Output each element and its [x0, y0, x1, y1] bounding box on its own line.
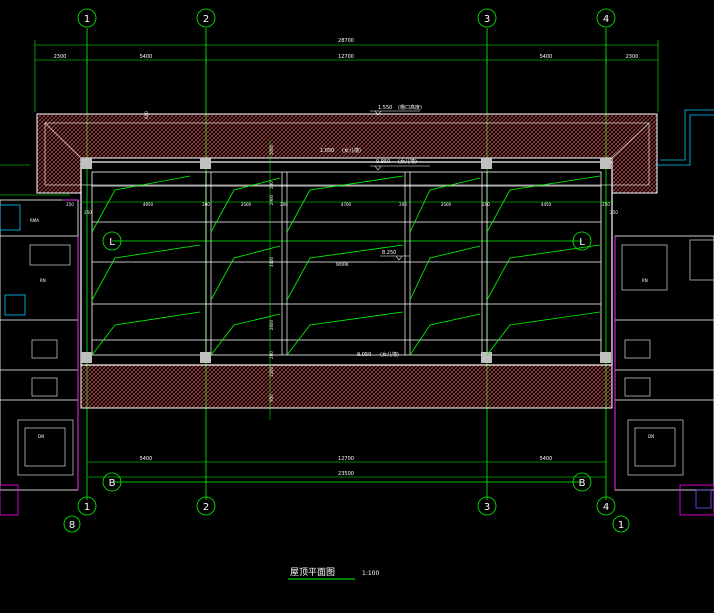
level-ridge-left-note: (女儿墙) [342, 147, 361, 154]
drawing-title-name: 屋顶平面图 [290, 567, 335, 578]
slope-arrows [91, 175, 601, 356]
level-roof-mid: 8.250 [382, 250, 396, 256]
axis-label-top-2: 2 [203, 14, 209, 25]
dim-inner-7: 3500 [441, 202, 452, 207]
axis-label-bottom-1: 1 [84, 502, 90, 513]
dim-overall-bottom: 23500 [338, 471, 354, 477]
top-dimensions [34, 40, 659, 112]
drawing-title: 屋顶平面图 1:100 [288, 567, 379, 580]
axis-label-left-L: L [109, 237, 115, 248]
axis-bubbles-bottom [63, 231, 630, 533]
level-roof-bottom-note: (女儿墙) [380, 351, 399, 358]
dim-top-seg-4: 5400 [540, 54, 553, 60]
right-wing [614, 109, 714, 516]
axis-label-right-B: B [579, 478, 586, 489]
room-label-left-3: DN [38, 434, 44, 439]
level-eave-top: 1.550 [378, 105, 392, 111]
dim-vert-4: 2600 [269, 319, 274, 330]
room-label-left-2: RN [40, 278, 46, 283]
axis-label-bottom-2: 2 [203, 502, 209, 513]
dim-top-seg-1: 2300 [54, 54, 67, 60]
dim-inner-3: 3500 [241, 202, 252, 207]
drawing-title-scale: 1:100 [362, 570, 379, 577]
room-label-right-2: DN [648, 434, 654, 439]
dim-top-seg-2: 5400 [140, 54, 153, 60]
axis-label-extra-right: 1 [618, 520, 624, 531]
level-eave-top-note: (檐口高度) [398, 104, 422, 111]
roof-center-label: WORK [336, 262, 349, 267]
columns [81, 158, 611, 363]
inner-dimensions [81, 140, 612, 420]
dim-vert-5: 200 [269, 351, 274, 359]
dim-inner-1: 4950 [143, 202, 154, 207]
dim-overall-top: 28700 [338, 38, 354, 44]
room-label-left-1: RMA [30, 218, 39, 223]
dim-inner-5: 4700 [341, 202, 352, 207]
dim-vert-7: 950 [269, 394, 274, 402]
dim-vert-6: 1200 [269, 366, 274, 377]
dim-inner-2: 200 [202, 202, 210, 207]
dim-left-edge-2: 250 [84, 210, 92, 215]
axis-label-right-L: L [579, 237, 585, 248]
dim-inner-4: 200 [280, 202, 288, 207]
dim-vert-1: 200 [269, 181, 274, 189]
dim-top-seg-3: 12700 [338, 54, 354, 60]
axis-label-bottom-4: 4 [603, 502, 609, 513]
dim-bottom-seg-2: 12700 [338, 456, 354, 462]
axis-label-top-3: 3 [484, 14, 490, 25]
dim-top-seg-5: 2300 [626, 54, 639, 60]
bottom-dimensions [87, 461, 606, 478]
roof-eave [36, 113, 658, 409]
room-label-right-1: RN [642, 278, 648, 283]
dim-bottom-seg-1: 5400 [140, 456, 153, 462]
dim-vert-2: 2900 [269, 194, 274, 205]
axis-label-top-4: 4 [603, 14, 609, 25]
left-wing [0, 199, 79, 516]
axis-bubbles-top [77, 8, 616, 28]
dim-right-edge-2: 250 [610, 210, 618, 215]
dim-inner-9: 4450 [541, 202, 552, 207]
axis-label-extra-left: 8 [69, 520, 75, 531]
axis-label-bottom-3: 3 [484, 502, 490, 513]
axis-label-left-B: B [109, 478, 116, 489]
level-ridge-left: 1.050 [320, 148, 334, 154]
dim-right-edge-1: 250 [602, 202, 610, 207]
axis-label-top-1: 1 [84, 14, 90, 25]
dim-vert-9: 1000 [269, 144, 274, 155]
dim-inner-6: 200 [399, 202, 407, 207]
dim-bottom-seg-3: 5400 [540, 456, 553, 462]
dim-left-edge-1: 250 [66, 202, 74, 207]
roof-body: WORK [80, 158, 613, 366]
dim-vert-8: 600 [144, 111, 149, 119]
dim-inner-8: 200 [482, 202, 490, 207]
dim-vert-3: 3400 [269, 256, 274, 267]
